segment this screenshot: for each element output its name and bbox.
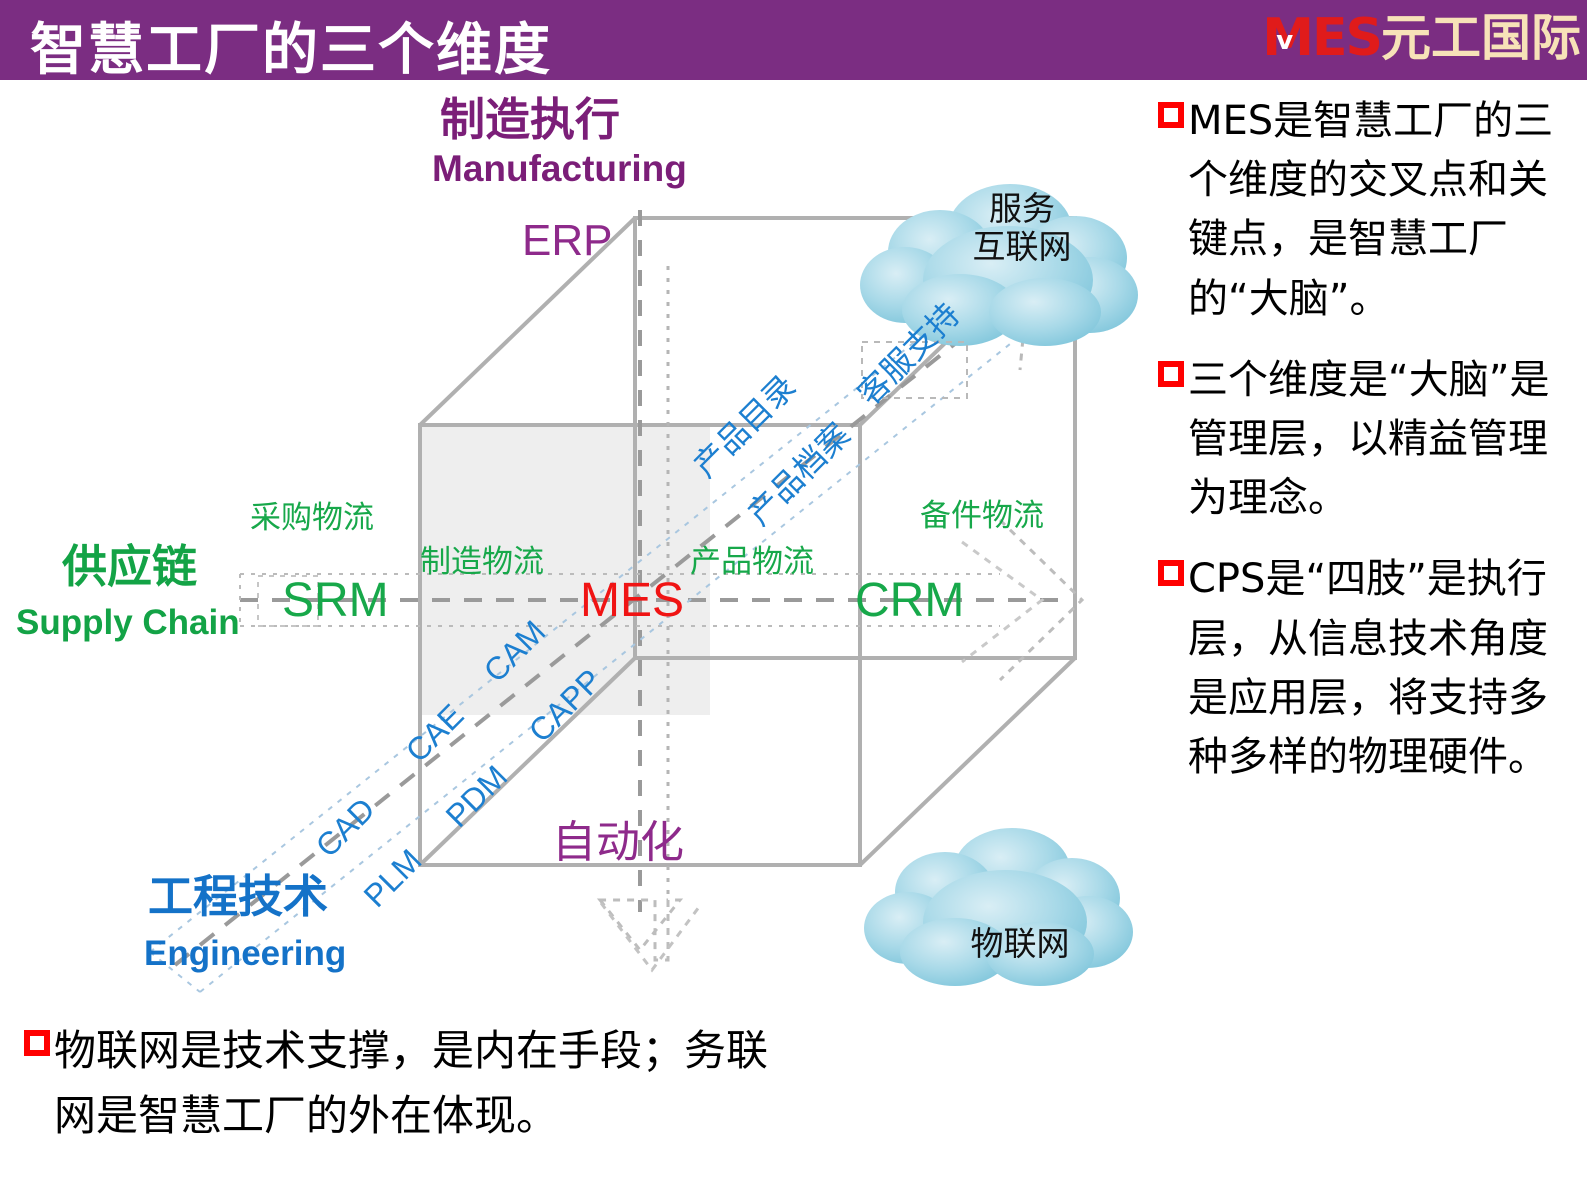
mes-center-label: MES [580, 574, 685, 627]
engineering-axis-dotted-lower [199, 327, 1031, 993]
logistics-procurement-label: 采购物流 [250, 500, 374, 535]
axis-left-en-label: Supply Chain [16, 603, 240, 642]
crm-label: CRM [855, 574, 965, 627]
axis-top-cn-label: 制造执行 [440, 94, 621, 145]
page-title: 智慧工厂的三个维度 [30, 18, 552, 83]
srm-label: SRM [282, 574, 389, 627]
logistics-product-label: 产品物流 [690, 544, 814, 579]
slide-header: 智慧工厂的三个维度 MES v 元工国际 [0, 0, 1587, 83]
bullet-text: CPS是“四肢”是执行层，从信息技术角度是应用层，将支持多种多样的物理硬件。 [1188, 556, 1548, 780]
axis-left-cn-label: 供应链 [62, 541, 198, 592]
bullet-item: MES是智慧工厂的三个维度的交叉点和关键点，是智慧工厂的“大脑”。 [1158, 92, 1583, 329]
bottom-bullet-text: 物联网是技术支撑，是内在手段；务联网是智慧工厂的外在体现。 [54, 1026, 769, 1141]
engineering-axis-dotted-upper [149, 284, 987, 953]
cube-edge-bottom-right [858, 656, 1077, 867]
iot-cloud-label: 物联网 [970, 925, 1070, 962]
square-bullet-icon [1158, 560, 1184, 587]
bullet-text: 三个维度是“大脑”是管理层，以精益管理为理念。 [1188, 356, 1550, 522]
automation-label: 自动化 [552, 818, 684, 867]
axis-engineering-cn-label: 工程技术 [148, 871, 329, 922]
supplychain-arrow [998, 518, 1085, 682]
iot-cloud-shape [864, 828, 1133, 986]
erp-label: ERP [522, 216, 613, 265]
service-internet-cloud-label: 服务 互联网 [972, 190, 1072, 265]
square-bullet-icon [1158, 360, 1184, 387]
service-dashed-box [861, 341, 968, 399]
engineering-axis-dashed [173, 290, 1022, 967]
logo-mes-text: MES v [1262, 8, 1383, 68]
axis-top-en-label: Manufacturing [432, 148, 687, 189]
bullet-item: 三个维度是“大脑”是管理层，以精益管理为理念。 [1158, 351, 1583, 529]
axis-engineering-en-label: Engineering [144, 934, 347, 973]
logo-chinese-text: 元工国际 [1381, 9, 1581, 67]
bullet-item: CPS是“四肢”是执行层，从信息技术角度是应用层，将支持多种多样的物理硬件。 [1158, 550, 1583, 787]
automation-arrow [596, 898, 684, 962]
supplychain-arrow-inner [961, 540, 1045, 664]
company-logo: MES v 元工国际 [1262, 6, 1581, 70]
cube-vector-graphics [149, 184, 1138, 993]
cube-edge-bottom-left [418, 656, 637, 867]
automation-arrow-outline [599, 902, 704, 973]
cube-shaded-quadrant [420, 425, 710, 715]
logistics-spareparts-label: 备件物流 [920, 498, 1044, 533]
logistics-manufacturing-label: 制造物流 [420, 544, 544, 579]
three-dimension-cube-diagram: 制造执行 Manufacturing ERP 供应链 Supply Chain … [0, 80, 1150, 1020]
cube-back-face [633, 216, 1077, 660]
cube-edge-top-left [418, 216, 637, 427]
right-bullet-panel: MES是智慧工厂的三个维度的交叉点和关键点，是智慧工厂的“大脑”。 三个维度是“… [1158, 92, 1583, 809]
bottom-bullet-item: 物联网是技术支撑，是内在手段；务联网是智慧工厂的外在体现。 [24, 1018, 804, 1148]
bullet-text: MES是智慧工厂的三个维度的交叉点和关键点，是智慧工厂的“大脑”。 [1188, 98, 1554, 322]
square-bullet-icon [24, 1030, 50, 1056]
logo-v-mark: v [1276, 26, 1293, 56]
service-internet-cloud-shape [860, 184, 1138, 346]
square-bullet-icon [1158, 102, 1184, 128]
